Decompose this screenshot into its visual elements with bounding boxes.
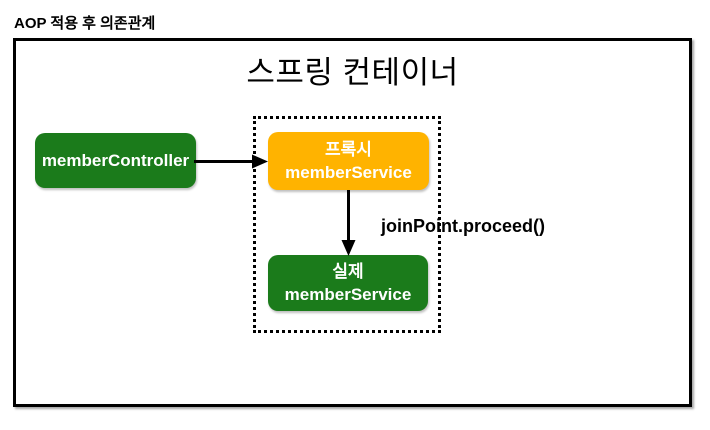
node-member-controller-label: memberController (41, 151, 190, 170)
spring-container-title: 스프링 컨테이너 (246, 55, 459, 90)
node-member-controller: memberController (35, 133, 196, 188)
joinpoint-proceed-label: joinPoint.proceed() (381, 216, 545, 236)
node-proxy-title: 프록시 (325, 140, 372, 159)
arrow-proxy-to-real-icon (341, 190, 356, 256)
arrow-controller-to-proxy-icon (194, 154, 268, 169)
node-real-title: 실제 (332, 262, 364, 281)
spring-container-box (13, 38, 692, 407)
page-title: AOP 적용 후 의존관계 (14, 15, 156, 32)
node-real-member-service: 실제 memberService (268, 255, 428, 311)
node-proxy-subtitle: memberService (285, 163, 412, 182)
node-real-subtitle: memberService (284, 285, 412, 304)
node-proxy-member-service: 프록시 memberService (268, 132, 429, 190)
proxy-boundary-dotted-box (253, 116, 441, 333)
